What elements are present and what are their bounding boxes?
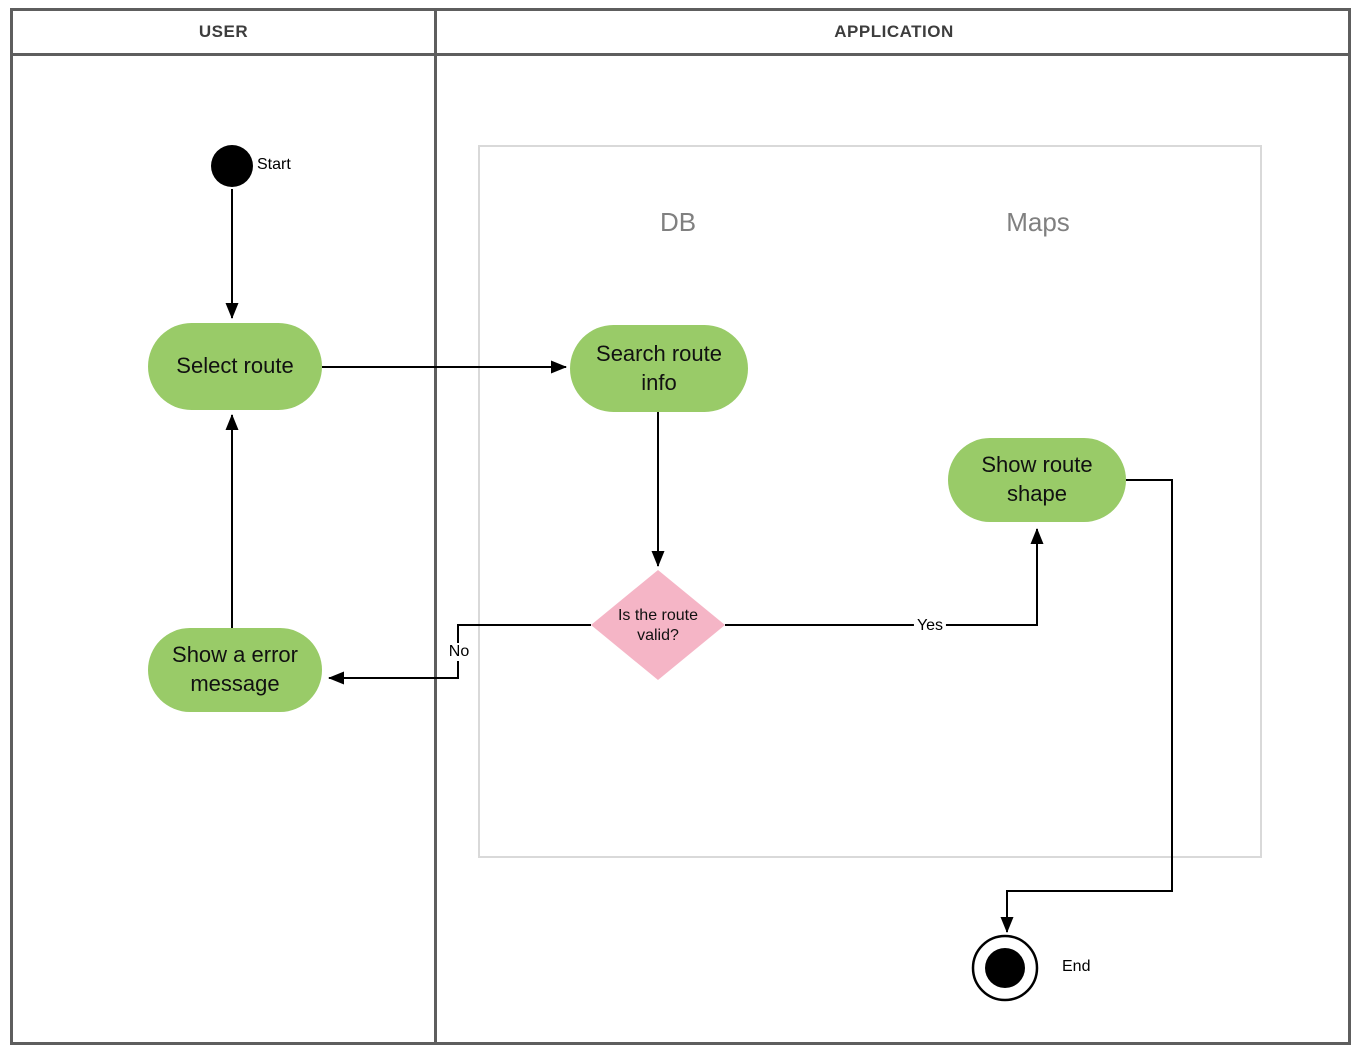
decision-diamond[interactable] <box>591 570 725 680</box>
edge-decision-yes-to-show-route-shape[interactable] <box>725 528 1044 626</box>
sublane-label-db: DB <box>659 206 697 237</box>
application-subsystem-container[interactable] <box>478 145 1262 858</box>
node-search-route-info-label: Search route info <box>596 340 722 395</box>
end-node-inner-dot <box>985 948 1025 988</box>
node-show-route-shape-label: Show route shape <box>981 452 1093 506</box>
lane-title-user: USER <box>198 22 249 41</box>
node-show-error-message[interactable]: Show a error message <box>148 628 322 712</box>
lane-header-user[interactable]: USER <box>13 8 434 56</box>
start-node[interactable] <box>211 145 253 187</box>
node-show-error-message-label: Show a error message <box>172 642 298 696</box>
edge-label-yes: Yes <box>913 617 947 635</box>
lane-header-application[interactable]: APPLICATION <box>437 8 1351 56</box>
decision-label: Is the route valid? <box>617 607 699 644</box>
diagram-frame <box>10 8 1351 1045</box>
sublane-label-maps: Maps <box>1006 206 1070 237</box>
node-show-route-shape[interactable]: Show route shape <box>948 438 1126 522</box>
start-node-label: Start <box>257 156 291 173</box>
lane-header-divider <box>10 53 1351 56</box>
lane-divider <box>434 8 437 1045</box>
edge-label-no: No <box>445 643 473 661</box>
node-search-route-info[interactable]: Search route info <box>570 325 748 412</box>
end-node-label: End <box>1062 958 1091 975</box>
edge-show-route-shape-to-end[interactable] <box>1000 479 1173 933</box>
node-select-route-label: Select route <box>176 353 294 379</box>
lane-title-application: APPLICATION <box>834 22 954 41</box>
node-select-route[interactable]: Select route <box>148 323 322 410</box>
